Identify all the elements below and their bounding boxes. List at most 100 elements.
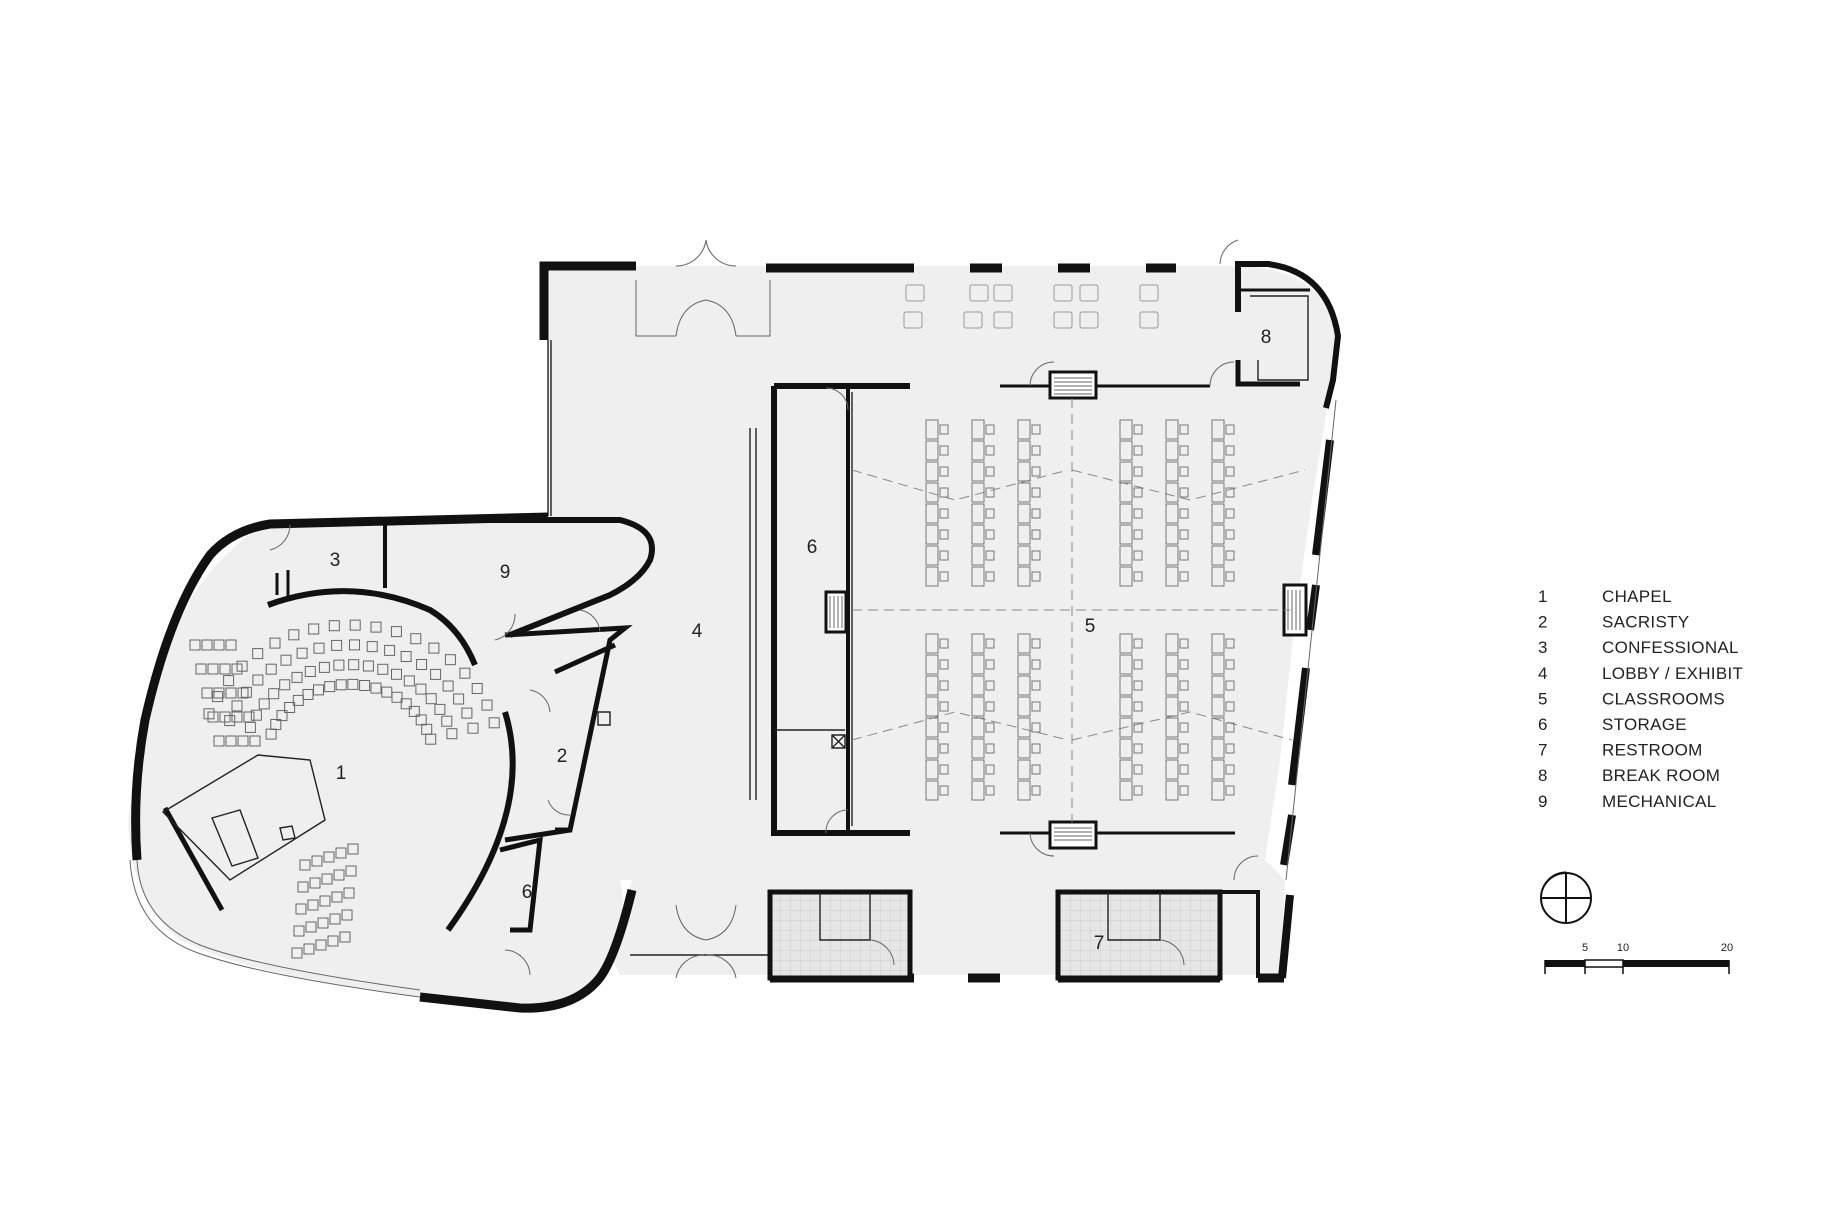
legend-room-name: LOBBY / EXHIBIT xyxy=(1602,664,1743,683)
chapel-seat xyxy=(223,675,235,687)
scale-bar: 5 10 20 xyxy=(1544,942,1733,974)
chapel-seat xyxy=(391,668,402,680)
chapel-seat xyxy=(237,687,249,699)
chair xyxy=(1133,722,1143,733)
desk xyxy=(925,738,939,759)
chair xyxy=(939,701,949,712)
chapel-seat xyxy=(225,687,237,699)
chapel-seat xyxy=(377,663,389,675)
chair xyxy=(1179,722,1189,733)
chair xyxy=(1031,659,1041,670)
chapel-seat xyxy=(347,678,359,690)
chair xyxy=(1179,508,1189,519)
chapel-seat xyxy=(305,921,317,933)
chapel-seat xyxy=(265,663,277,675)
chair xyxy=(1225,487,1235,498)
chair xyxy=(1179,785,1189,796)
chair xyxy=(1225,743,1235,754)
chair xyxy=(1031,722,1041,733)
desk xyxy=(1017,503,1031,524)
desk xyxy=(1119,440,1133,461)
desk xyxy=(1119,503,1133,524)
chair xyxy=(1225,659,1235,670)
chapel-seat xyxy=(201,639,213,651)
chair xyxy=(939,764,949,775)
chapel-seat xyxy=(442,680,454,692)
chair xyxy=(1031,466,1041,477)
chapel-seat xyxy=(291,947,303,959)
chapel-seat xyxy=(291,671,303,683)
chapel-seat xyxy=(240,686,252,698)
label-break-room: 8 xyxy=(1261,327,1272,348)
chair xyxy=(985,680,995,691)
chair xyxy=(985,466,995,477)
desk xyxy=(971,759,985,780)
chair xyxy=(939,571,949,582)
chair xyxy=(1179,680,1189,691)
desk xyxy=(1165,738,1179,759)
chapel-seat xyxy=(349,639,360,651)
desk xyxy=(1165,461,1179,482)
chapel-seat xyxy=(481,699,493,711)
chapel-seat xyxy=(328,620,340,632)
chair xyxy=(1133,785,1143,796)
desk xyxy=(971,675,985,696)
desk xyxy=(1017,654,1031,675)
chapel-seat xyxy=(335,847,347,859)
legend-room-name: CLASSROOMS xyxy=(1602,689,1725,708)
desk xyxy=(1165,503,1179,524)
desk xyxy=(1119,524,1133,545)
doors xyxy=(269,239,1259,979)
chair xyxy=(939,743,949,754)
desk xyxy=(1211,633,1225,654)
chapel-seat xyxy=(416,659,428,670)
chapel-seat xyxy=(225,735,237,747)
lounge-chair xyxy=(969,284,989,302)
chair xyxy=(1031,743,1041,754)
desk xyxy=(1017,633,1031,654)
chair xyxy=(1133,764,1143,775)
desk xyxy=(1211,717,1225,738)
chair xyxy=(1179,764,1189,775)
chapel-seat xyxy=(359,680,371,691)
chapel-seat xyxy=(313,642,325,654)
chair xyxy=(1031,445,1041,456)
chair xyxy=(1031,508,1041,519)
legend-room-name: BREAK ROOM xyxy=(1602,766,1720,785)
chair xyxy=(985,571,995,582)
desk xyxy=(925,780,939,801)
legend-number: 8 xyxy=(1538,766,1547,785)
desk xyxy=(1165,545,1179,566)
desk xyxy=(925,482,939,503)
chapel-seat xyxy=(295,903,307,915)
legend-room-name: CONFESSIONAL xyxy=(1602,638,1739,657)
lounge-chair xyxy=(903,311,923,329)
chapel-seat xyxy=(292,694,304,706)
chapel-seat xyxy=(318,661,330,673)
desk xyxy=(1211,524,1225,545)
interior-walls xyxy=(161,370,1308,981)
chapel-seat xyxy=(391,691,403,703)
chapel-seat xyxy=(488,717,500,729)
legend-number: 3 xyxy=(1538,638,1547,657)
legend-room-name: STORAGE xyxy=(1602,715,1687,734)
chapel-seat xyxy=(296,647,308,659)
chapel-seat xyxy=(327,935,339,947)
desk xyxy=(1165,524,1179,545)
desk xyxy=(925,717,939,738)
desk xyxy=(1017,696,1031,717)
chair xyxy=(1031,785,1041,796)
chair xyxy=(1133,701,1143,712)
chapel-seat xyxy=(268,688,280,700)
desk xyxy=(1211,780,1225,801)
legend-number: 7 xyxy=(1538,741,1547,760)
chapel-seat xyxy=(461,707,473,719)
chapel-seat xyxy=(252,674,264,686)
desk xyxy=(1017,566,1031,587)
chair xyxy=(1179,424,1189,435)
desk xyxy=(971,738,985,759)
desk xyxy=(1165,482,1179,503)
chair xyxy=(1179,529,1189,540)
legend-number: 9 xyxy=(1538,792,1547,811)
label-sacristy: 2 xyxy=(557,746,568,767)
